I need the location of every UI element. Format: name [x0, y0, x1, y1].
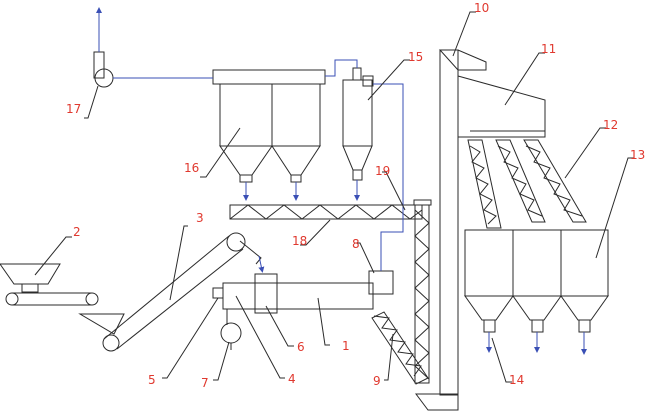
- dryer-to-cyclone-duct: [373, 83, 404, 271]
- label-17: 17: [66, 102, 81, 116]
- inclined-screw-conveyor: [371, 311, 429, 385]
- inclined-belt-conveyor: [78, 232, 262, 352]
- leader-14: [491, 337, 512, 383]
- flow-lines: [96, 7, 587, 355]
- leader-6: [265, 305, 294, 347]
- leader-3: [169, 225, 188, 301]
- leader-9: [384, 333, 394, 381]
- leader-2: [34, 236, 72, 276]
- label-13: 13: [630, 148, 645, 162]
- label-2: 2: [73, 225, 81, 239]
- feed-hopper: [0, 263, 61, 293]
- inclined-screws-three: [467, 139, 587, 229]
- leader-4: [235, 295, 285, 379]
- label-14: 14: [509, 373, 524, 387]
- label-3: 3: [196, 211, 204, 225]
- leader-18: [300, 219, 331, 246]
- label-18: 18: [292, 234, 307, 248]
- label-6: 6: [297, 340, 305, 354]
- leader-17: [84, 85, 99, 119]
- vertical-screw-elevator: [413, 199, 432, 384]
- label-4: 4: [288, 372, 296, 386]
- label-10: 10: [474, 1, 489, 15]
- leader-12: [564, 127, 606, 179]
- label-12: 12: [603, 118, 618, 132]
- product-silos: [464, 229, 609, 333]
- leader-15: [367, 59, 410, 101]
- cyclone-separator: [342, 67, 374, 181]
- label-7: 7: [201, 376, 209, 390]
- label-16: 16: [184, 161, 199, 175]
- leader-19: [382, 171, 406, 211]
- leader-7: [213, 341, 230, 381]
- label-5: 5: [148, 373, 156, 387]
- label-11: 11: [541, 42, 556, 56]
- label-15: 15: [408, 50, 423, 64]
- label-19: 19: [375, 164, 390, 178]
- feed-belt-conveyor: [5, 292, 99, 306]
- equipment-group: [0, 49, 609, 411]
- bucket-elevator: [415, 49, 487, 411]
- leader-8: [354, 242, 375, 274]
- label-1: 1: [342, 339, 350, 353]
- horizontal-screw-conveyor: [229, 204, 423, 220]
- leader-16: [200, 127, 241, 178]
- leader-1: [317, 297, 330, 346]
- leader-5: [162, 297, 219, 379]
- label-9: 9: [373, 374, 381, 388]
- dryer-feed-arrow: [258, 255, 265, 273]
- leader-11: [504, 52, 545, 106]
- draft-fan: [93, 51, 114, 88]
- rotary-dryer: [212, 270, 394, 350]
- leader-13: [595, 157, 634, 259]
- leader-lines: [34, 11, 634, 383]
- bag-filter: [212, 69, 326, 183]
- number-labels: 1 2 3 4 5 6 7 8 9 10 11 12 13 14 15 16 1…: [66, 1, 645, 390]
- label-8: 8: [352, 237, 360, 251]
- vibrating-screen: [457, 75, 546, 138]
- leader-10: [452, 11, 476, 57]
- cyclone-to-filter-duct: [325, 59, 358, 77]
